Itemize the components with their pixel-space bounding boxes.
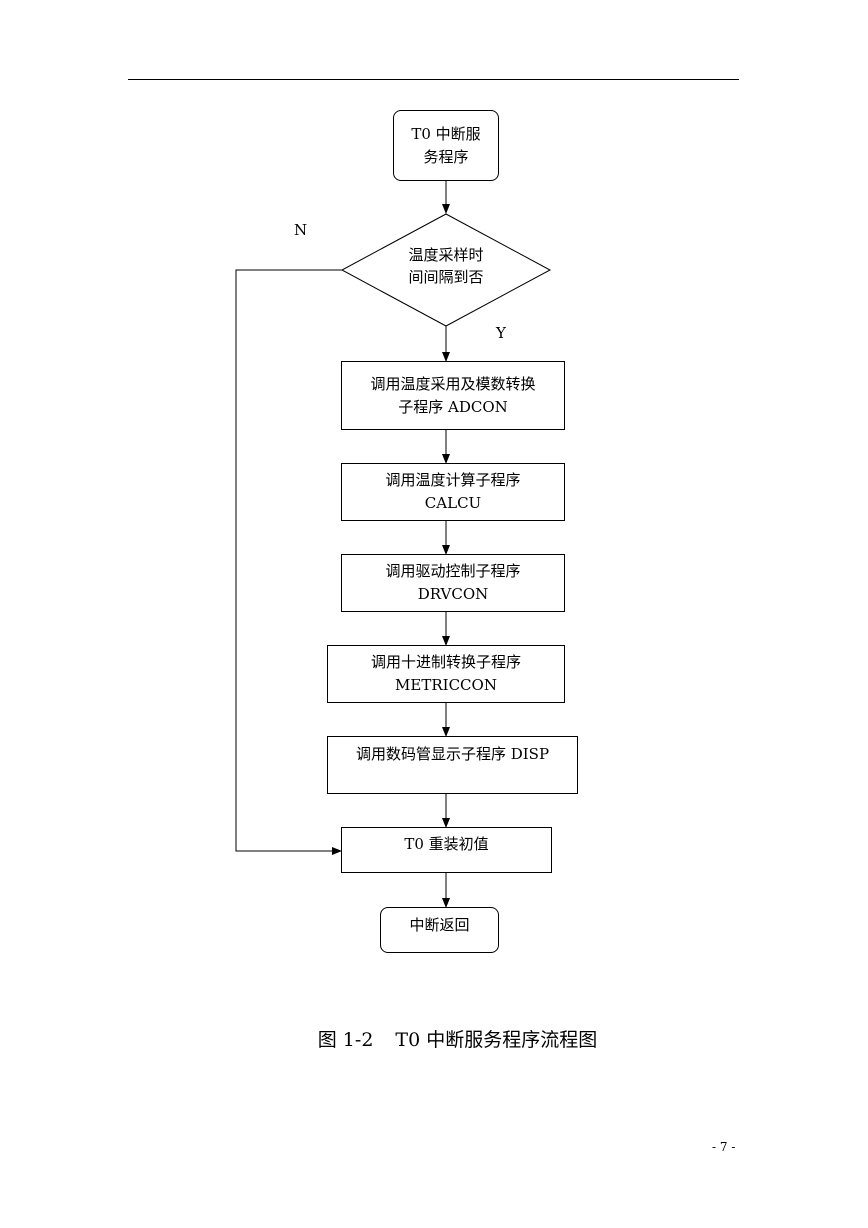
step-drvcon: 调用驱动控制子程序 DRVCON — [341, 554, 565, 612]
figure-number: 图 1-2 — [317, 1029, 374, 1051]
start-node: T0 中断服 务程序 — [393, 110, 499, 181]
step-adcon: 调用温度采用及模数转换 子程序 ADCON — [341, 361, 565, 430]
step-t0-reload: T0 重装初值 — [341, 827, 552, 873]
end-node: 中断返回 — [380, 907, 499, 953]
branch-no-label: N — [294, 221, 308, 239]
header-rule — [128, 79, 739, 80]
step-calcu: 调用温度计算子程序 CALCU — [341, 463, 565, 521]
branch-no-path — [235, 269, 342, 855]
figure-caption: 图 1-2 T0 中断服务程序流程图 — [0, 1025, 868, 1052]
step-metriccon: 调用十进制转换子程序 METRICCON — [327, 645, 565, 703]
step-disp: 调用数码管显示子程序 DISP — [327, 736, 578, 794]
figure-title: T0 中断服务程序流程图 — [395, 1029, 598, 1051]
branch-yes-label: Y — [496, 324, 506, 342]
page-number: - 7 - — [712, 1140, 736, 1154]
decision-label: 温度采样时 间间隔到否 — [408, 246, 484, 286]
